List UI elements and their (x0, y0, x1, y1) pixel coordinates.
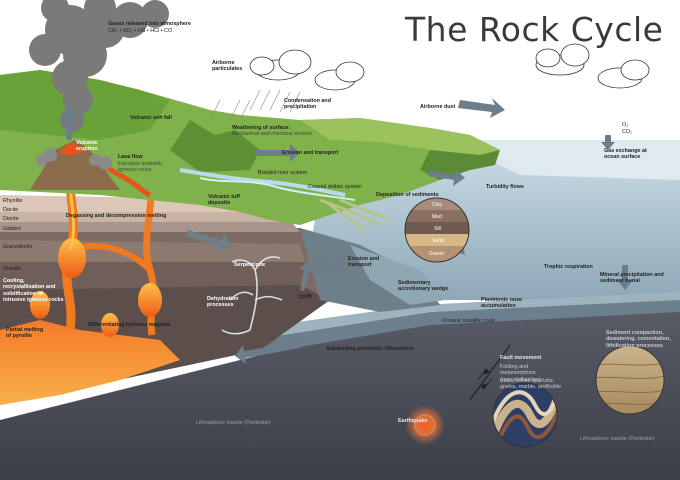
precipitation (209, 89, 301, 121)
magma-chamber-1 (58, 238, 86, 278)
label-turbidity: Turbidity flows (486, 184, 524, 190)
label-dacite: Dacite (3, 207, 19, 213)
smoke-plume (29, 0, 169, 132)
label-mantle-right: Lithospheric mantle (Peridotite) (580, 436, 655, 442)
magma-chamber-2 (138, 283, 162, 317)
label-partial-melting: Partial melting of pyrolite (6, 327, 44, 340)
delta-fan (319, 198, 391, 232)
label-airborne-dust: Airborne dust (420, 104, 456, 110)
label-gabbro: Gabbro (3, 226, 21, 232)
braided-river-2 (199, 177, 356, 201)
sediment-layer-silt: Silt (434, 226, 441, 232)
label-trophic: Trophic respiration (544, 264, 593, 270)
label-cooling: Cooling, recrystallisation and solidific… (3, 278, 64, 304)
label-o2: O₂ (622, 122, 629, 128)
earthquake-focus (405, 405, 445, 445)
sediment-layer-clay: Clay (432, 202, 443, 208)
sediment-layer-gravel: Gravel (429, 251, 444, 257)
dehydration-veins (221, 256, 283, 335)
label-granodiorite: Granodiorite (3, 244, 33, 250)
label-erosion-transport-mid: Erosion and transport (348, 256, 380, 269)
smoke-puffs (36, 148, 112, 170)
label-braided-river: Braided river system (258, 170, 308, 176)
label-fault-movement: Fault movement (500, 355, 542, 361)
label-granite: Granite (3, 266, 21, 272)
oceanic-crust-band (240, 292, 680, 340)
label-gas-exchange: Gas exchange at ocean surface (604, 148, 647, 161)
oceanic-plate (250, 298, 680, 352)
earthquake-ring (414, 414, 436, 436)
sedimentary-wedge-light (350, 245, 445, 305)
label-coastal-deltaic: Coastal deltaic system (308, 184, 362, 190)
label-fault-sub2: Slate, schist, quartzite, gneiss, marble… (500, 378, 562, 391)
label-volcanic-tuff: Volcanic tuff deposits (208, 194, 240, 207)
sediment-layer-sand: Sand (432, 238, 444, 244)
label-subducting: Subducting peridotitic lithosphere (326, 346, 414, 352)
volcano-crater (58, 142, 85, 156)
land-hills (170, 120, 260, 172)
label-co2: CO₂ (622, 129, 633, 135)
label-dehydration: Dehydration processes (207, 296, 239, 309)
label-earthquake: Earthquake (398, 418, 428, 424)
fault-arrows (477, 368, 493, 390)
partial-melting-zone (0, 320, 180, 405)
cloud-1 (249, 49, 312, 81)
label-uplift: Uplift (298, 294, 312, 300)
magma-chamber-3 (30, 291, 50, 319)
label-oceanic-crust: Oceanic basaltic crust (442, 318, 495, 324)
land-plateau (300, 118, 500, 155)
cloud-4 (597, 59, 650, 89)
label-lava-flow-sub: Extrusive andesitic igneous rocks (118, 161, 163, 174)
label-volcanic-ash-fall: Volcanic ash fall (130, 115, 172, 121)
sediment-layer-mud: Mud (432, 214, 442, 220)
fault-line (469, 344, 511, 401)
label-degassing: Degassing and decompression melting (66, 213, 167, 219)
label-lava-flow: Lava flow (118, 154, 143, 160)
label-volcanic-eruption: Volcanic eruption (76, 140, 98, 153)
label-condensation: Condensation and precipitation (284, 98, 332, 111)
sediment-circle (404, 197, 470, 263)
volcano-cone (30, 140, 120, 190)
braided-river (179, 168, 346, 197)
label-serpentinite: Serpentinite (234, 262, 266, 268)
label-diorite: Diorite (3, 216, 19, 222)
label-mineral-precip: Mineral precipitation and sediment buria… (600, 272, 664, 285)
label-weathering: Weathering of surface: (232, 125, 291, 131)
label-rhyolite: Rhyolite (3, 198, 23, 204)
label-sedimentary-wedge: Sedimentary accretionary wedge (398, 280, 449, 293)
label-sediment-compaction: Sediment compaction, dewatering, cementa… (606, 330, 671, 349)
magma-chamber-4 (101, 313, 119, 337)
label-airborne-particulates: Airborne particulates (212, 60, 243, 73)
label-fault-sub1: Folding and metamorphism (recrystallisat… (500, 364, 541, 383)
label-gases-released: Gases released into atmosphere (108, 21, 191, 27)
fold-circle (492, 382, 558, 448)
cloud-3 (535, 43, 590, 76)
label-gases-formula: CO₂ • SO₂ • HS • HCl • CO (108, 28, 173, 34)
label-planktonic: Planktonic ooze accumulation (481, 297, 523, 310)
label-deposition: Deposition of sediments (376, 192, 439, 198)
cloud-2 (314, 61, 365, 91)
page-title: The Rock Cycle (405, 10, 664, 49)
label-erosion-transport-top: Erosion and transport (282, 150, 339, 156)
label-differentiating: Differentiating hydrous magmas (88, 322, 171, 328)
label-weathering-sub: Mechanical and chemical erosion (232, 131, 312, 137)
label-mantle-left: Lithospheric mantle (Peridotite) (196, 420, 271, 426)
